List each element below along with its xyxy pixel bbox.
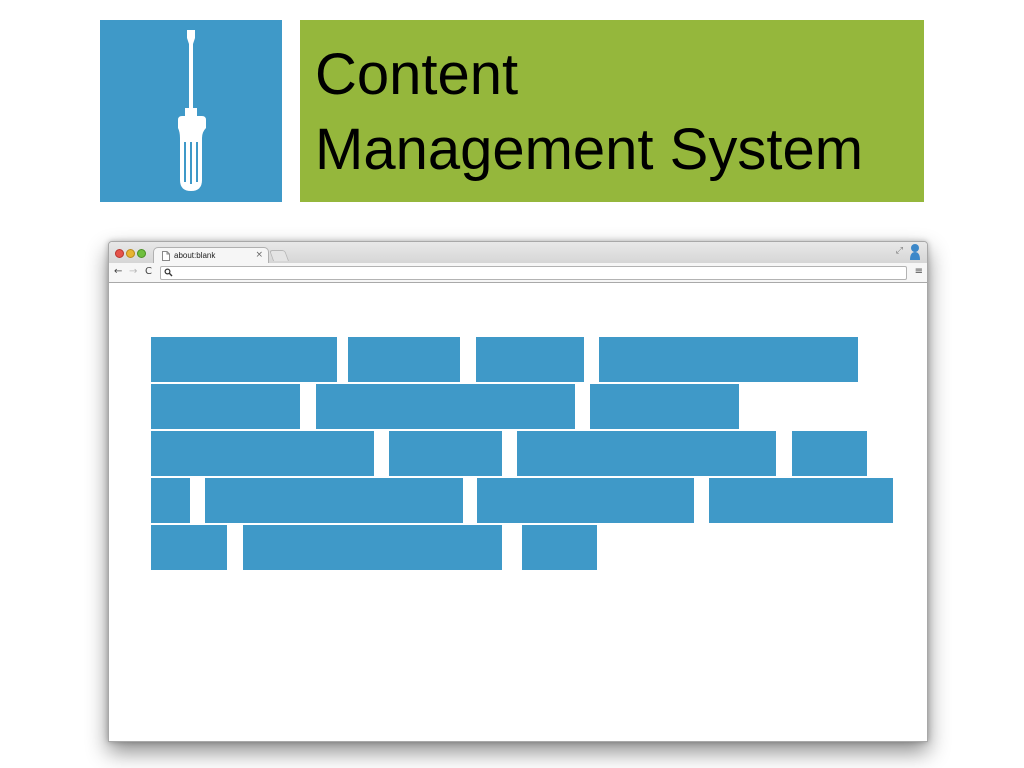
title-line-2: Management System [315,117,864,182]
screwdriver-tile [100,20,282,202]
tab-strip: about:blank × ⤢ [109,242,927,264]
content-block [205,478,463,523]
minimize-icon[interactable] [126,249,135,258]
content-block [517,431,776,476]
search-icon [164,268,173,277]
tab-close-icon[interactable]: × [255,250,263,260]
content-block [151,525,227,570]
page-viewport [109,283,927,741]
reload-button[interactable]: C [145,266,152,277]
zoom-icon[interactable] [137,249,146,258]
content-block [792,431,867,476]
browser-toolbar: ← → C ≡ [109,263,927,283]
document-icon [162,251,170,261]
tab-title: about:blank [174,251,216,260]
new-tab-button[interactable] [268,250,290,261]
fullscreen-icon[interactable]: ⤢ [895,246,903,256]
content-block [522,525,597,570]
content-block [590,384,739,429]
content-block [477,478,694,523]
back-button[interactable]: ← [114,266,123,277]
content-block [151,384,300,429]
content-block [476,337,584,382]
title-line-1: Content [315,42,519,107]
menu-button[interactable]: ≡ [914,266,923,277]
content-block [151,478,190,523]
content-block [316,384,575,429]
content-block [348,337,460,382]
browser-window: about:blank × ⤢ ← → C ≡ [108,241,928,742]
title-banner: Content Management System [300,20,924,202]
screwdriver-icon [178,30,206,191]
close-icon[interactable] [115,249,124,258]
content-block [599,337,858,382]
content-block [151,431,374,476]
content-block [151,337,337,382]
forward-button[interactable]: → [129,266,138,277]
tab-about-blank[interactable]: about:blank × [153,247,269,264]
content-block [389,431,502,476]
content-block [709,478,893,523]
address-bar[interactable] [160,266,907,280]
content-block [243,525,502,570]
person-icon[interactable] [909,243,921,261]
